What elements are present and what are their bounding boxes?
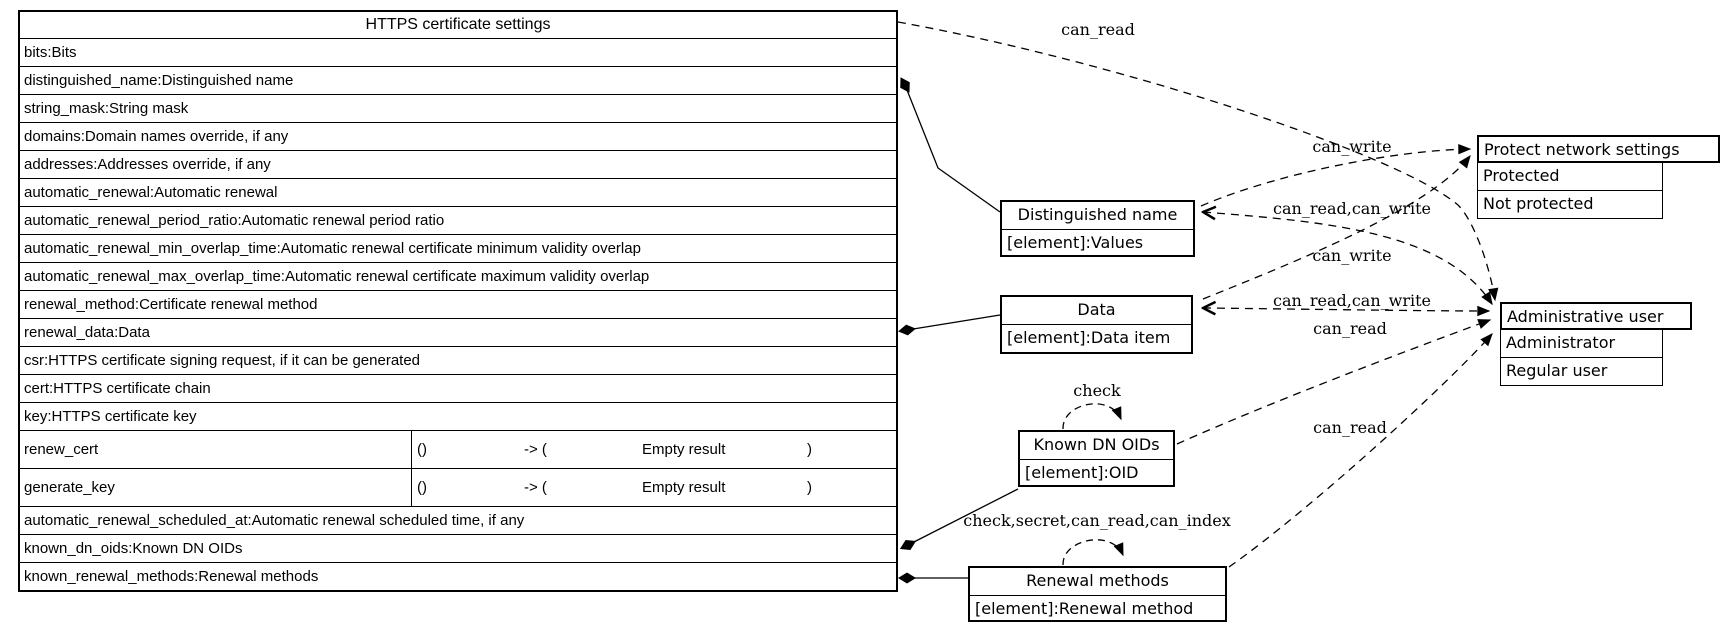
edge-table-to-admin-can-read	[897, 21, 1499, 302]
table-row: string_mask:String mask	[20, 95, 896, 123]
edge-label-dn-protect: can_write	[1312, 137, 1392, 156]
edge-composition-known-dn-oids	[907, 488, 1019, 546]
node-title: Known DN OIDs	[1020, 432, 1173, 460]
method-name: renew_cert	[20, 431, 412, 468]
enum-value: Not protected	[1477, 191, 1663, 219]
node-title: Renewal methods	[970, 568, 1225, 596]
edge-data-to-admin-can-read-can-write	[1203, 308, 1489, 311]
enum-value: Administrator	[1500, 330, 1663, 358]
composition-diamond	[898, 324, 916, 336]
edge-data-to-protect-can-write	[1202, 154, 1471, 300]
table-row: known_renewal_methods:Renewal methods	[24, 568, 319, 585]
edge-dn-to-admin-can-read-can-write	[1203, 212, 1492, 304]
enum-title: Administrative user	[1500, 302, 1692, 330]
table-row: automatic_renewal_period_ratio:Automatic…	[20, 207, 896, 235]
composition-diamond	[898, 572, 916, 584]
edge-dn-to-protect-can-write	[1200, 143, 1472, 207]
edge-label-renewal-admin: can_read	[1313, 418, 1387, 437]
method-signature: () -> ( Empty result)	[412, 431, 896, 468]
node-element-row: [element]:OID	[1025, 463, 1139, 482]
edge-label-dn-admin: can_read,can_write	[1273, 199, 1431, 218]
table-row: csr:HTTPS certificate signing request, i…	[20, 347, 896, 375]
signature-part: )	[807, 479, 812, 496]
table-row: domains:Domain names override, if any	[20, 123, 896, 151]
distinguished-name-node: Distinguished name [element]:Values	[1000, 200, 1195, 257]
method-signature: () -> ( Empty result)	[412, 469, 896, 506]
table-row: key:HTTPS certificate key	[20, 403, 896, 431]
signature-part: Empty result	[642, 479, 726, 496]
node-element-row: [element]:Renewal method	[975, 599, 1194, 618]
table-row: automatic_renewal:Automatic renewal	[20, 179, 896, 207]
signature-part: ()	[417, 479, 427, 496]
edge-label-data-admin: can_read,can_write	[1273, 291, 1431, 310]
node-title: Distinguished name	[1002, 202, 1193, 230]
edge-composition-distinguished-name	[904, 84, 1001, 213]
table-row: known_dn_oids:Known DN OIDs	[20, 535, 896, 563]
signature-part: -> (	[524, 441, 547, 458]
signature-part: )	[807, 441, 812, 458]
signature-part: ()	[417, 441, 427, 458]
composition-diamond	[899, 540, 917, 550]
protect-network-settings-node: Protect network settings Protected Not p…	[1477, 135, 1720, 219]
table-row: renewal_data:Data	[20, 319, 896, 347]
signature-part: Empty result	[642, 441, 726, 458]
method-name: generate_key	[20, 469, 412, 506]
edge-composition-renewal-data	[906, 314, 1001, 331]
table-row: bits:Bits	[20, 39, 896, 67]
edge-renewal-to-admin-can-read	[1228, 333, 1493, 568]
edge-oids-self-check	[1062, 403, 1122, 430]
record-title: HTTPS certificate settings	[20, 12, 896, 39]
table-row: cert:HTTPS certificate chain	[20, 375, 896, 403]
edge-label-table-admin: can_read	[1061, 20, 1135, 39]
administrative-user-node: Administrative user Administrator Regula…	[1500, 302, 1692, 386]
known-dn-oids-node: Known DN OIDs [element]:OID	[1018, 430, 1175, 487]
table-row: automatic_renewal_max_overlap_time:Autom…	[20, 263, 896, 291]
edge-label-oids-admin: can_read	[1313, 319, 1387, 338]
signature-part: -> (	[524, 479, 547, 496]
table-row: distinguished_name:Distinguished name	[20, 67, 896, 95]
table-row: renewal_method:Certificate renewal metho…	[20, 291, 896, 319]
enum-value: Regular user	[1500, 358, 1663, 386]
table-row: automatic_renewal_min_overlap_time:Autom…	[20, 235, 896, 263]
table-row: renew_cert () -> ( Empty result)	[20, 431, 896, 469]
data-node: Data [element]:Data item	[1000, 295, 1193, 354]
node-title: Data	[1002, 297, 1191, 325]
renewal-methods-node: Renewal methods [element]:Renewal method	[968, 566, 1227, 622]
node-element-row: [element]:Values	[1007, 233, 1144, 252]
edge-label-data-protect: can_write	[1312, 246, 1392, 265]
edge-label-oids-self: check	[1073, 381, 1121, 400]
table-row: generate_key () -> ( Empty result)	[20, 469, 896, 507]
table-row: addresses:Addresses override, if any	[20, 151, 896, 179]
edge-label-renewal-self: check,secret,can_read,can_index	[963, 511, 1231, 530]
edge-renewal-self-check-secret	[1062, 539, 1124, 566]
enum-title: Protect network settings	[1477, 135, 1720, 163]
table-row: automatic_renewal_scheduled_at:Automatic…	[20, 507, 896, 535]
edge-oids-to-admin-can-read	[1176, 319, 1492, 445]
composition-diamond	[900, 77, 910, 93]
enum-value: Protected	[1477, 163, 1663, 191]
node-element-row: [element]:Data item	[1007, 328, 1171, 347]
